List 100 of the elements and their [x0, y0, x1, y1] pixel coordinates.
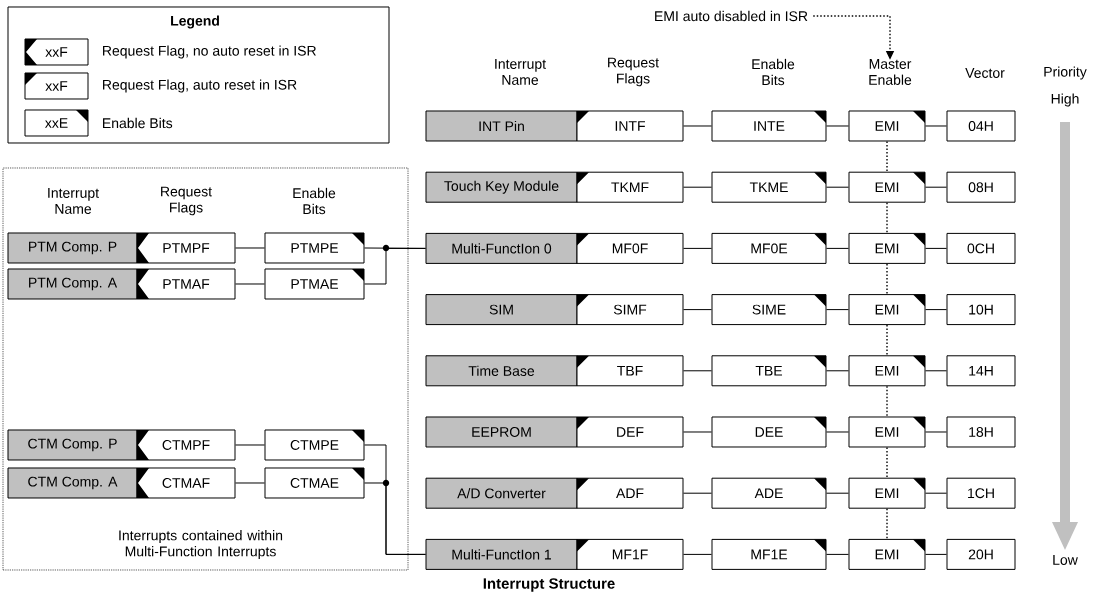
- vector-box: 20H: [946, 538, 1016, 570]
- connector-line: [826, 247, 849, 249]
- master-enable-box: EMI: [848, 171, 926, 203]
- master-enable-box: EMI: [848, 294, 926, 326]
- interrupt-name-box: CTM Comp. P: [7, 429, 138, 461]
- enable-bit-box: TBE: [711, 355, 827, 387]
- request-flag-box: TBF: [576, 355, 684, 387]
- dotted-line: [886, 263, 888, 295]
- vector-box: 0CH: [946, 232, 1016, 264]
- connector-line: [235, 247, 265, 249]
- request-flag-box: TKMF: [576, 171, 684, 203]
- vector-box: 04H: [946, 110, 1016, 142]
- connector-line: [826, 309, 849, 311]
- priority-label: High: [1051, 93, 1079, 107]
- enable-bit-box: DEE: [711, 416, 827, 448]
- request-flag-box: INTF: [576, 110, 684, 142]
- request-flag-box: PTMAF: [136, 268, 236, 300]
- connector-line: [683, 186, 712, 188]
- connector-line: [925, 247, 947, 249]
- interrupt-name-box: PTM Comp. A: [7, 268, 138, 300]
- vector-box: 18H: [946, 416, 1016, 448]
- master-enable-box: EMI: [848, 232, 926, 264]
- request-flag-box: CTMPF: [136, 429, 236, 461]
- dotted-group-box: [2, 167, 409, 571]
- connector-line: [683, 309, 712, 311]
- connector-line: [925, 553, 947, 555]
- dotted-line: [886, 446, 888, 479]
- master-enable-box: EMI: [848, 416, 926, 448]
- connector-line: [235, 283, 265, 285]
- connector-line: [925, 492, 947, 494]
- connector-line: [925, 186, 947, 188]
- connector-line: [683, 370, 712, 372]
- dotted-line: [886, 508, 888, 540]
- column-header: Request Flags: [161, 186, 212, 216]
- master-enable-box: EMI: [848, 538, 926, 570]
- interrupt-name-box: SIM: [425, 294, 578, 326]
- interrupt-name-box: Time Base: [425, 355, 578, 387]
- connector-line: [925, 125, 947, 127]
- legend-sample: xxF: [24, 38, 89, 66]
- dotted-line: [886, 140, 888, 173]
- interrupt-name-box: PTM Comp. P: [7, 232, 138, 264]
- dotted-line: [886, 385, 888, 418]
- interrupt-name-box: Multi-FunctIon 1: [425, 538, 578, 570]
- master-enable-box: EMI: [848, 477, 926, 509]
- connector-line: [826, 125, 849, 127]
- interrupt-name-box: Multi-FunctIon 0: [425, 232, 578, 264]
- connector-line: [683, 553, 712, 555]
- enable-bit-box: MF1E: [711, 538, 827, 570]
- legend-title: Legend: [171, 15, 219, 29]
- dotted-line: [886, 324, 888, 356]
- column-header: Vector: [965, 68, 1005, 78]
- legend-sample: xxE: [24, 109, 89, 137]
- interrupt-name-box: Touch Key Module: [425, 171, 578, 203]
- connector-line: [683, 492, 712, 494]
- interrupt-name-box: EEPROM: [425, 416, 578, 448]
- connector-line: [364, 247, 426, 285]
- connector-line: [925, 370, 947, 372]
- enable-bit-box: SIME: [711, 294, 827, 326]
- priority-label: Priority: [1044, 66, 1087, 80]
- column-header: Master Enable: [869, 59, 912, 85]
- interrupt-name-box: CTM Comp. A: [7, 467, 138, 499]
- request-flag-box: CTMAF: [136, 467, 236, 499]
- legend-sample: xxF: [24, 72, 89, 100]
- column-header: Enable Bits: [293, 187, 336, 215]
- enable-bit-box: MF0E: [711, 232, 827, 264]
- connector-line: [826, 370, 849, 372]
- request-flag-box: MF0F: [576, 232, 684, 264]
- connector-line: [826, 186, 849, 188]
- enable-bit-box: CTMAE: [264, 467, 365, 499]
- connector-line: [826, 492, 849, 494]
- priority-label: Low: [1053, 555, 1078, 565]
- vector-box: 08H: [946, 171, 1016, 203]
- column-header: Interrupt Name: [495, 59, 546, 85]
- vector-box: 10H: [946, 294, 1016, 326]
- connector-line: [826, 431, 849, 433]
- diagram-title: Interrupt Structure: [483, 578, 615, 592]
- connector-line: [683, 431, 712, 433]
- annotation-text: EMI auto disabled in ISR: [655, 10, 808, 22]
- column-header: Interrupt Name: [48, 188, 99, 214]
- column-header: Enable Bits: [752, 58, 795, 86]
- connector-line: [235, 444, 265, 446]
- enable-bit-box: PTMAE: [264, 268, 365, 300]
- connector-line: [683, 125, 712, 127]
- legend-text: Request Flag, auto reset in ISR: [103, 79, 297, 93]
- enable-bit-box: ADE: [711, 477, 827, 509]
- interrupt-name-box: A/D Converter: [425, 477, 578, 509]
- request-flag-box: SIMF: [576, 294, 684, 326]
- connector-line: [683, 247, 712, 249]
- request-flag-box: DEF: [576, 416, 684, 448]
- connector-line: [235, 482, 265, 484]
- request-flag-box: PTMPF: [136, 232, 236, 264]
- legend-text: Request Flag, no auto reset in ISR: [103, 45, 316, 59]
- dotted-line: [886, 202, 888, 234]
- request-flag-box: MF1F: [576, 538, 684, 570]
- vector-box: 1CH: [946, 477, 1016, 509]
- note-text: Interrupts contained within Multi-Function Interrupts: [119, 530, 283, 560]
- vector-box: 14H: [946, 355, 1016, 387]
- master-enable-box: EMI: [848, 355, 926, 387]
- master-enable-box: EMI: [848, 110, 926, 142]
- enable-bit-box: INTE: [711, 110, 827, 142]
